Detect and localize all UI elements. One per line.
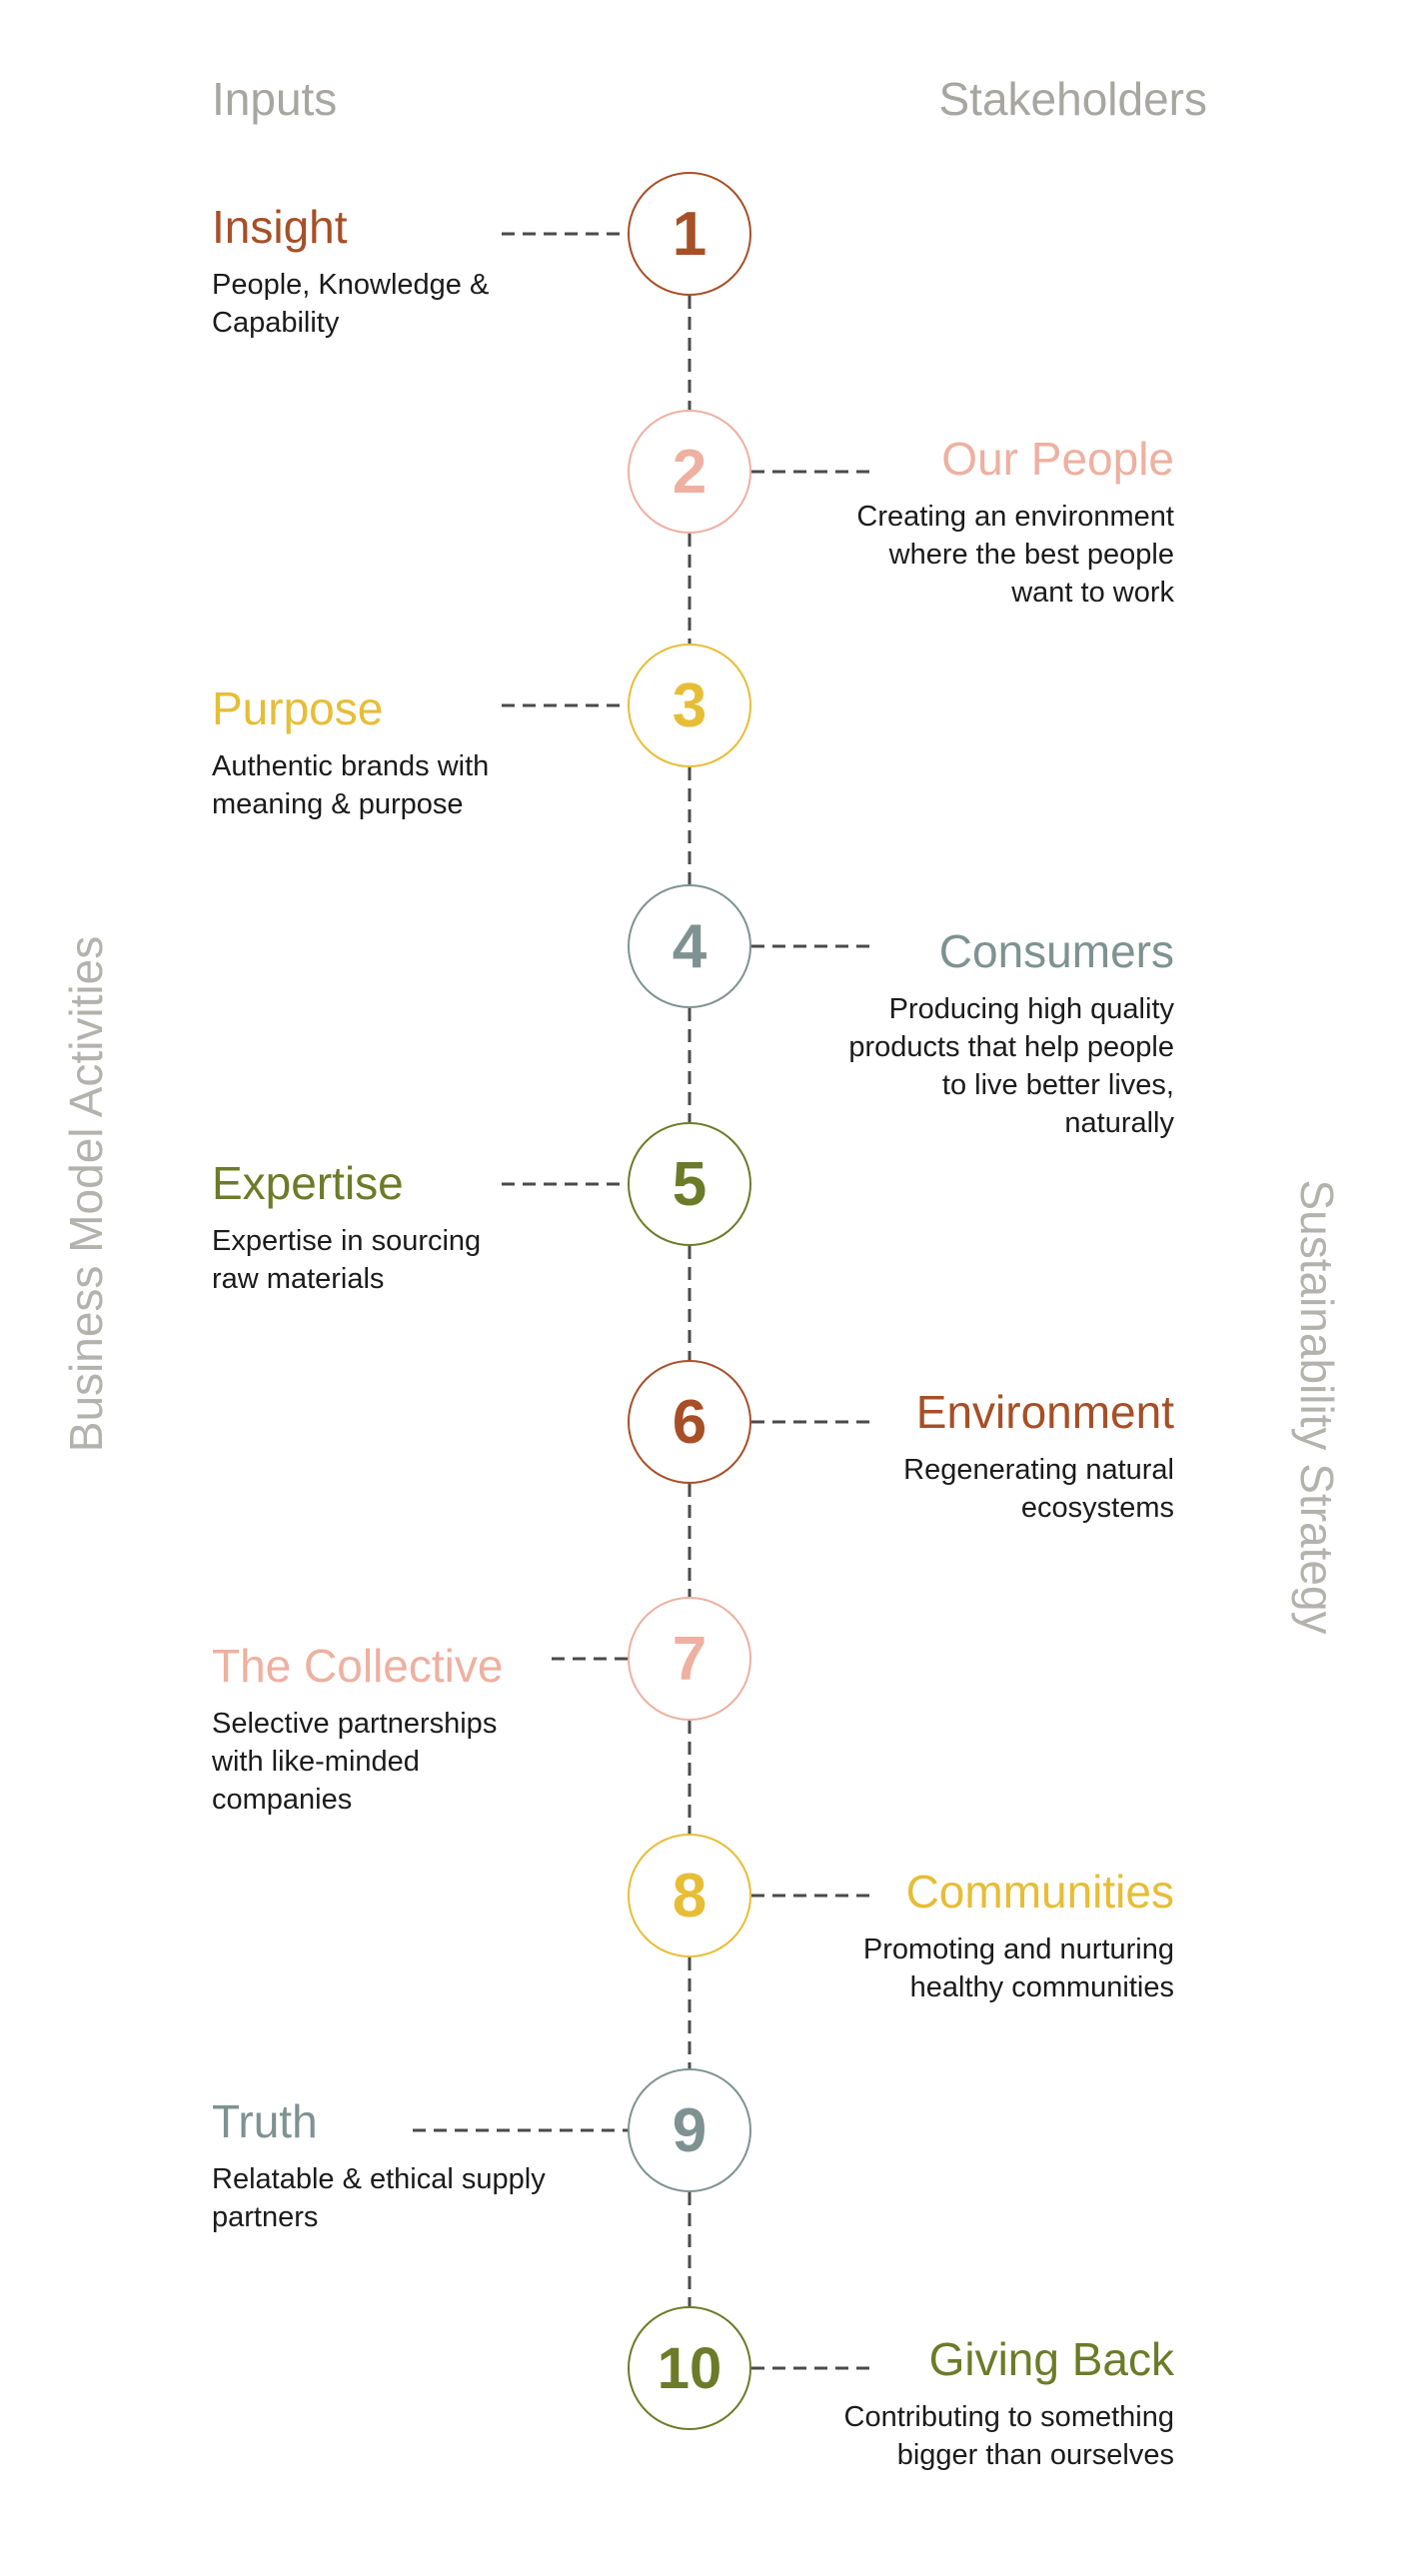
inputs-heading: Inputs xyxy=(212,73,338,125)
step-4-label: Consumers Producing high quality product… xyxy=(848,924,1174,1142)
step-8-circle: 8 xyxy=(628,1834,751,1957)
step-1-label: Insight People, Knowledge & Capability xyxy=(212,200,489,342)
step-5-label: Expertise Expertise in sourcing raw mate… xyxy=(212,1156,481,1298)
step-7-circle: 7 xyxy=(628,1597,751,1721)
step-3-circle: 3 xyxy=(628,644,751,767)
step-10-title: Giving Back xyxy=(928,2333,1174,2385)
stakeholders-heading: Stakeholders xyxy=(938,73,1208,125)
step-4-title: Consumers xyxy=(938,925,1174,977)
step-2-title: Our People xyxy=(941,433,1174,485)
step-8-description: Promoting and nurturing healthy communit… xyxy=(862,1933,1174,2003)
step-1-title: Insight xyxy=(212,201,348,253)
step-9-title: Truth xyxy=(212,2095,318,2147)
step-6-title: Environment xyxy=(915,1386,1174,1438)
step-5-description: Expertise in sourcing raw materials xyxy=(212,1225,482,1295)
step-7-title: The Collective xyxy=(212,1640,504,1692)
step-4-description: Producing high quality products that hel… xyxy=(848,993,1174,1139)
step-3-title: Purpose xyxy=(212,682,384,734)
step-8-title: Communities xyxy=(905,1866,1174,1918)
step-6-description: Regenerating natural ecosystems xyxy=(903,1454,1174,1524)
step-7-description: Selective partnerships with like-minded … xyxy=(212,1708,498,1816)
step-8-label: Communities Promoting and nurturing heal… xyxy=(863,1865,1174,2006)
step-10-circle: 10 xyxy=(628,2306,751,2430)
step-9-circle: 9 xyxy=(628,2068,751,2192)
step-5-title: Expertise xyxy=(212,1157,404,1209)
step-5-circle: 5 xyxy=(628,1122,751,1246)
step-2-description: Creating an environment where the best p… xyxy=(856,501,1174,609)
step-10-label: Giving Back Contributing to something bi… xyxy=(844,2332,1174,2474)
step-3-description: Authentic brands with meaning & purpose xyxy=(212,750,490,820)
step-7-label: The Collective Selective partnerships wi… xyxy=(212,1639,503,1819)
step-3-label: Purpose Authentic brands with meaning & … xyxy=(212,681,489,823)
step-10-description: Contributing to something bigger than ou… xyxy=(843,2401,1174,2471)
step-2-circle: 2 xyxy=(628,410,751,534)
step-1-description: People, Knowledge & Capability xyxy=(212,269,490,339)
step-9-label: Truth Relatable & ethical supply partner… xyxy=(212,2094,546,2236)
step-4-circle: 4 xyxy=(628,884,751,1008)
step-6-label: Environment Regenerating natural ecosyst… xyxy=(903,1385,1174,1527)
step-2-label: Our People Creating an environment where… xyxy=(856,432,1174,612)
step-6-circle: 6 xyxy=(628,1360,751,1484)
step-1-circle: 1 xyxy=(628,172,751,296)
step-9-description: Relatable & ethical supply partners xyxy=(212,2163,546,2233)
